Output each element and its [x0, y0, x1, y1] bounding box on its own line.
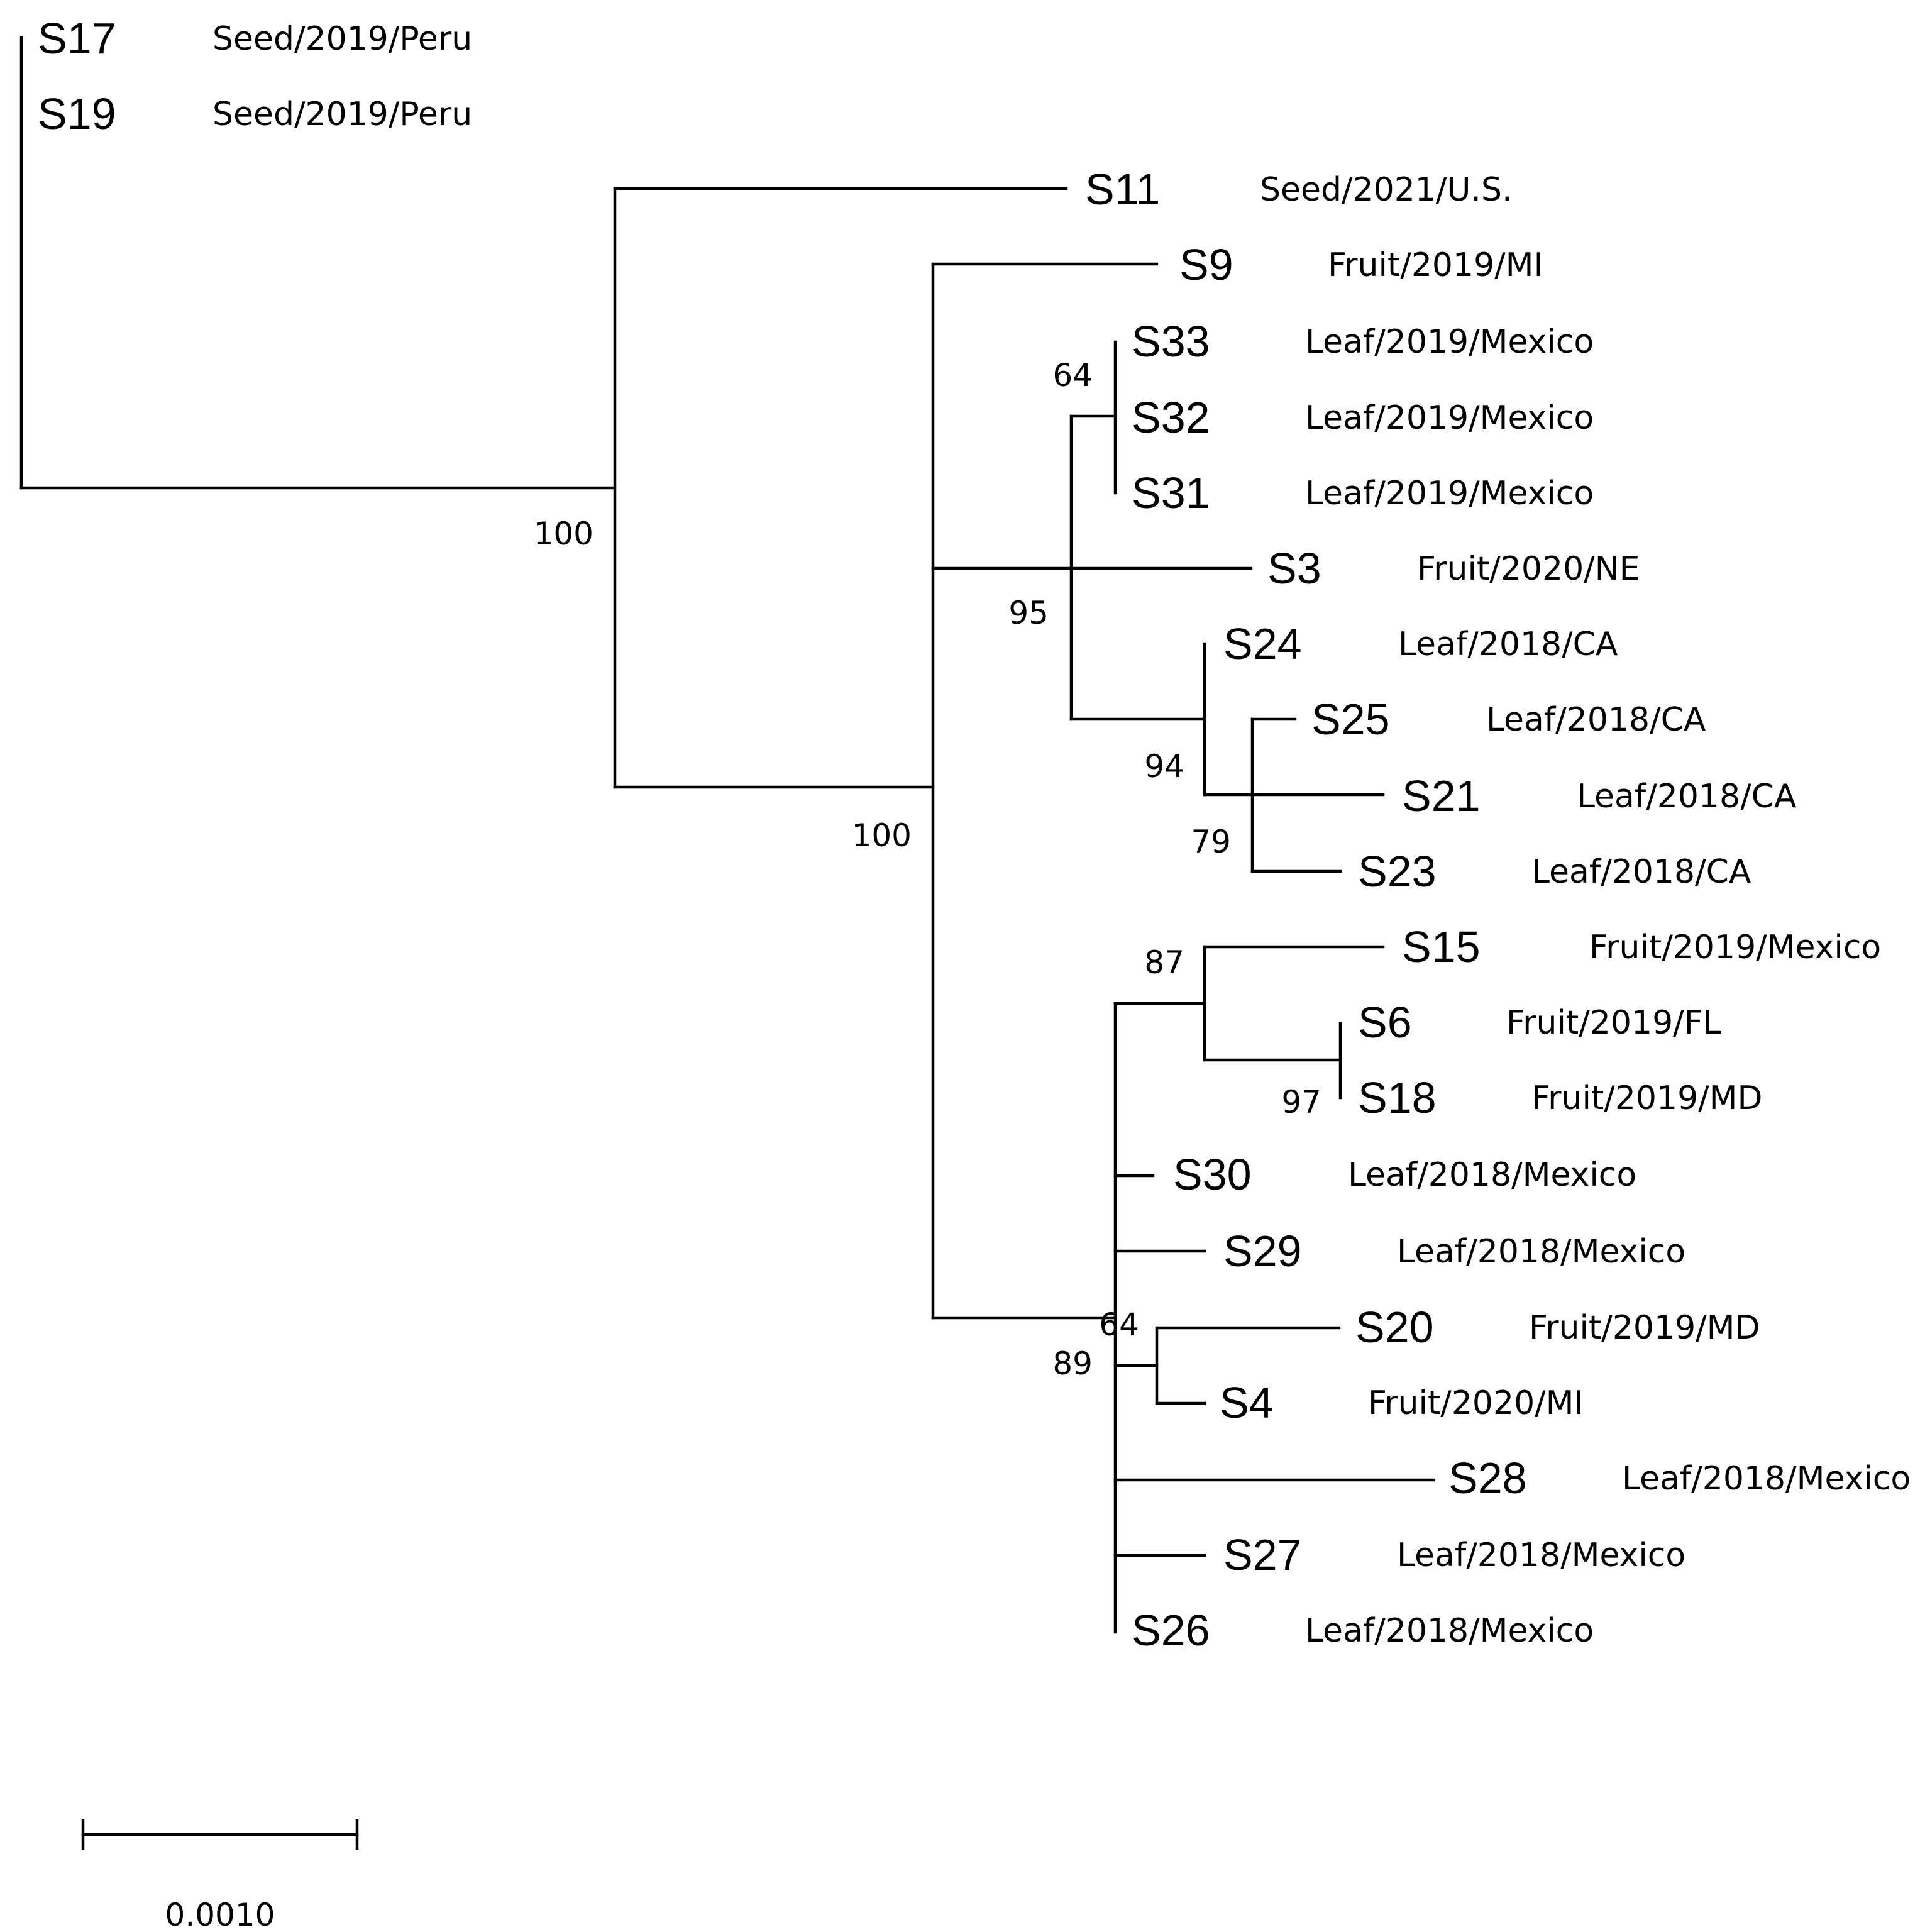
taxon-label-s25: S25 [1311, 695, 1390, 744]
scale-bar-label: 0.0010 [165, 1897, 275, 1932]
scale-bar: 0.0010 [81, 1819, 359, 1932]
taxon-label-s19: S19 [38, 89, 116, 138]
taxon-label-s30: S30 [1173, 1150, 1252, 1199]
taxon-label-s20: S20 [1355, 1303, 1434, 1352]
taxon-label-s21: S21 [1402, 771, 1481, 820]
taxon-label-s17: S17 [38, 14, 116, 63]
taxon-info-s27: Leaf/2018/Mexico [1397, 1537, 1685, 1574]
taxon-label-s31: S31 [1132, 468, 1210, 517]
bootstrap-main-clade: 100 [852, 817, 912, 854]
taxon-info-s32: Leaf/2019/Mexico [1305, 399, 1594, 437]
taxon-label-s3: S3 [1267, 544, 1321, 593]
bootstrap-S15-S6-S18: 87 [1144, 944, 1184, 981]
taxon-info-s18: Fruit/2019/MD [1531, 1079, 1763, 1117]
taxon-label-s15: S15 [1402, 922, 1481, 971]
bootstrap-S25-S21-S23: 79 [1191, 824, 1231, 860]
taxon-info-s15: Fruit/2019/Mexico [1589, 929, 1881, 966]
taxon-label-s11: S11 [1085, 165, 1160, 214]
taxon-info-s30: Leaf/2018/Mexico [1348, 1156, 1636, 1194]
bootstrap-ca-clade: 94 [1144, 748, 1184, 785]
bootstrap-lower-clade: 89 [1052, 1345, 1093, 1382]
bootstrap-root-ingroup: 100 [534, 516, 593, 552]
taxon-info-s17: Seed/2019/Peru [212, 20, 472, 58]
taxon-label-s26: S26 [1132, 1606, 1210, 1655]
taxon-info-s33: Leaf/2019/Mexico [1305, 323, 1594, 361]
taxon-label-s27: S27 [1223, 1530, 1302, 1579]
taxon-label-s33: S33 [1132, 317, 1210, 366]
taxon-info-s11: Seed/2021/U.S. [1260, 171, 1513, 209]
taxon-label-s32: S32 [1132, 393, 1210, 442]
taxon-info-s3: Fruit/2020/NE [1417, 550, 1640, 588]
taxon-info-s23: Leaf/2018/CA [1531, 853, 1751, 891]
taxon-info-s21: Leaf/2018/CA [1577, 778, 1797, 815]
taxon-label-s4: S4 [1220, 1378, 1274, 1427]
bootstrap-S20-S4: 64 [1099, 1306, 1139, 1343]
taxon-label-s28: S28 [1448, 1454, 1527, 1503]
taxon-info-s20: Fruit/2019/MD [1529, 1309, 1760, 1347]
taxon-info-s6: Fruit/2019/FL [1506, 1004, 1721, 1042]
bootstrap-S6-S18: 97 [1281, 1084, 1321, 1120]
taxon-info-s25: Leaf/2018/CA [1486, 701, 1706, 739]
taxon-info-s26: Leaf/2018/Mexico [1305, 1612, 1594, 1650]
taxon-label-s24: S24 [1223, 619, 1302, 668]
taxon-info-s4: Fruit/2020/MI [1368, 1384, 1584, 1422]
tree-branches [19, 36, 1435, 1634]
taxon-info-s9: Fruit/2019/MI [1328, 246, 1543, 284]
taxon-label-s6: S6 [1358, 998, 1412, 1047]
bootstrap-mexico-ca-clade: 95 [1008, 595, 1049, 631]
taxon-info-s28: Leaf/2018/Mexico [1622, 1460, 1911, 1498]
taxon-info-s29: Leaf/2018/Mexico [1397, 1233, 1685, 1271]
taxon-label-s18: S18 [1358, 1073, 1437, 1122]
taxon-info-s31: Leaf/2019/Mexico [1305, 475, 1594, 512]
bootstrap-S33-S32-S31: 64 [1052, 357, 1093, 394]
taxon-label-s29: S29 [1223, 1227, 1302, 1276]
taxon-label-s9: S9 [1179, 240, 1233, 289]
taxon-label-s23: S23 [1358, 847, 1437, 896]
taxon-info-s24: Leaf/2018/CA [1398, 626, 1618, 663]
taxon-info-s19: Seed/2019/Peru [212, 96, 472, 133]
